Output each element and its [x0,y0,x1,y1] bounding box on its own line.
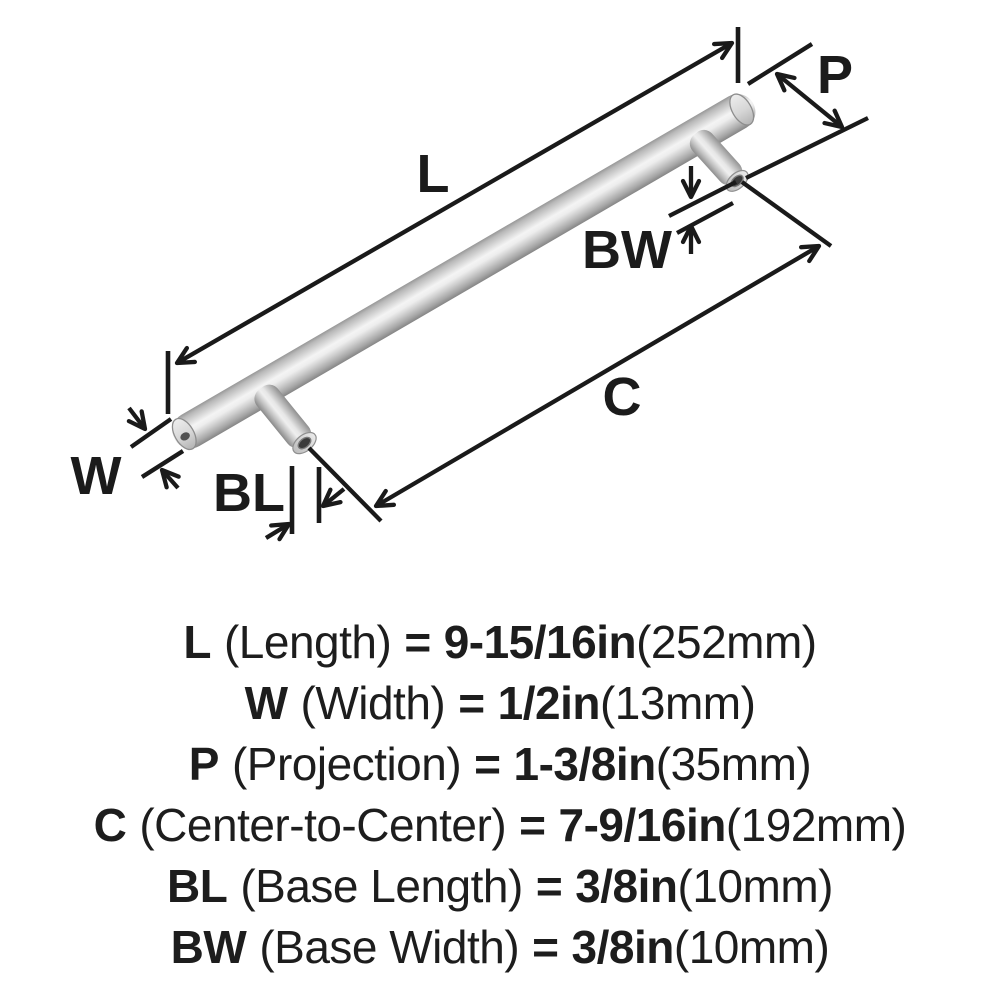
label-center-to-center: C [603,367,642,427]
spec-line-projection: P(Projection)=1-3/8in(35mm) [0,734,1000,795]
spec-metric: (10mm) [677,860,834,912]
spec-name: (Projection) [231,738,462,790]
spec-value: 1-3/8in [513,738,657,790]
spec-value: 3/8in [571,921,675,973]
spec-metric: (10mm) [673,921,830,973]
spec-line-width: W(Width)=1/2in(13mm) [0,673,1000,734]
equals-sign: = [404,616,431,668]
dimension-base-length [264,466,346,542]
spec-metric: (192mm) [725,799,907,851]
dimension-width [126,406,185,490]
spec-name: (Width) [300,677,446,729]
spec-value: 3/8in [575,860,678,912]
spec-metric: (252mm) [636,616,817,668]
spec-name: (Center-to-Center) [139,799,507,851]
spec-label: C [93,799,127,851]
spec-label: W [244,677,288,729]
equals-sign: = [535,860,563,912]
spec-line-base-length: BL(Base Length)=3/8in(10mm) [0,856,1000,917]
spec-label: BW [170,921,247,973]
dimension-length [165,27,741,414]
equals-sign: = [532,921,559,973]
spec-line-center-to-center: C(Center-to-Center)=7-9/16in(192mm) [0,795,1000,856]
label-projection: P [817,45,853,105]
equals-sign: = [519,799,546,851]
spec-list: L(Length)=9-15/16in(252mm) W(Width)=1/2i… [0,612,1000,978]
spec-line-length: L(Length)=9-15/16in(252mm) [0,612,1000,673]
label-base-width: BW [582,220,672,280]
left-screw-hole [297,436,312,450]
equals-sign: = [474,738,501,790]
dimension-base-width [668,166,737,254]
spec-label: P [188,738,220,790]
spec-line-base-width: BW(Base Width)=3/8in(10mm) [0,917,1000,978]
label-width: W [71,446,122,506]
dimension-projection [745,42,869,180]
spec-metric: (35mm) [655,738,812,790]
spec-value: 9-15/16in [443,616,637,668]
spec-label: BL [167,860,228,912]
spec-name: (Length) [223,616,392,668]
spec-name: (Base Length) [240,860,523,912]
dimension-center-to-center [307,180,833,523]
equals-sign: = [458,677,485,729]
label-length: L [417,144,450,204]
spec-name: (Base Width) [259,921,520,973]
spec-value: 1/2in [497,677,601,729]
spec-metric: (13mm) [599,677,756,729]
handle-drawing: L P BW C W [71,27,869,542]
spec-label: L [183,616,211,668]
spec-value: 7-9/16in [558,799,727,851]
label-base-length: BL [213,463,285,523]
